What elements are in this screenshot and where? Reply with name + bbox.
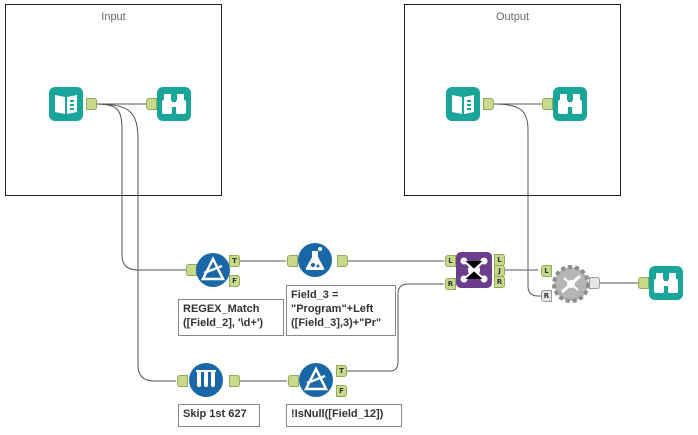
browse-tool-input[interactable]	[156, 86, 192, 122]
browse-final-input-anchor[interactable]	[638, 277, 649, 289]
browse-icon	[649, 266, 683, 300]
filter-isnull-input-anchor[interactable]	[288, 375, 299, 387]
container-title-output: Output	[495, 11, 530, 23]
browse-tool-output[interactable]	[552, 86, 588, 122]
sample-icon	[189, 363, 223, 397]
filter-isnull-annotation: !IsNull([Field_12])	[286, 404, 402, 427]
formula-output-anchor[interactable]	[337, 255, 348, 267]
input-data-icon	[49, 87, 83, 121]
container-output[interactable]: Output	[404, 4, 621, 196]
browse-input-anchor[interactable]	[146, 98, 157, 110]
sample-input-anchor[interactable]	[177, 375, 188, 387]
union-left-input-anchor[interactable]: L	[541, 265, 552, 277]
browse-icon	[157, 87, 191, 121]
join-tool[interactable]	[455, 251, 493, 289]
filter-regex-tool[interactable]	[195, 252, 231, 288]
join-right-output-anchor[interactable]: R	[494, 276, 505, 288]
browse-output-input-anchor[interactable]	[542, 98, 553, 110]
formula-icon	[298, 243, 332, 277]
union-output-anchor[interactable]	[589, 277, 600, 289]
formula-tool[interactable]	[297, 242, 333, 278]
input-data-tool[interactable]	[48, 86, 84, 122]
output-input-data-tool[interactable]	[445, 86, 481, 122]
filter-isnull-tool[interactable]	[298, 362, 334, 398]
union-tool-disabled[interactable]	[551, 264, 591, 304]
sample-tool[interactable]	[188, 362, 224, 398]
formula-input-anchor[interactable]	[287, 255, 298, 267]
sample-annotation: Skip 1st 627	[178, 404, 260, 427]
filter-regex-annotation: REGEX_Match ([Field_2], '\d+')	[178, 299, 284, 336]
filter-isnull-true-anchor[interactable]: T	[336, 365, 347, 377]
output-input-data-output-anchor[interactable]	[483, 98, 494, 110]
formula-annotation: Field_3 = "Program"+Left ([Field_3],3)+"…	[286, 285, 396, 336]
union-icon	[552, 265, 590, 303]
filter-icon	[299, 363, 333, 397]
filter-regex-true-anchor[interactable]: T	[229, 255, 240, 267]
input-data-icon	[446, 87, 480, 121]
join-icon	[456, 252, 492, 288]
filter-regex-false-anchor[interactable]: F	[229, 275, 240, 287]
browse-tool-final[interactable]	[648, 265, 684, 301]
filter-icon	[196, 253, 230, 287]
input-data-output-anchor[interactable]	[86, 98, 97, 110]
join-left-input-anchor[interactable]: L	[445, 255, 456, 267]
join-right-input-anchor[interactable]: R	[445, 278, 456, 290]
filter-isnull-false-anchor[interactable]: F	[336, 385, 347, 397]
union-right-input-anchor[interactable]: R	[541, 290, 552, 302]
container-title-input: Input	[101, 11, 126, 23]
browse-icon	[553, 87, 587, 121]
sample-output-anchor[interactable]	[229, 375, 240, 387]
